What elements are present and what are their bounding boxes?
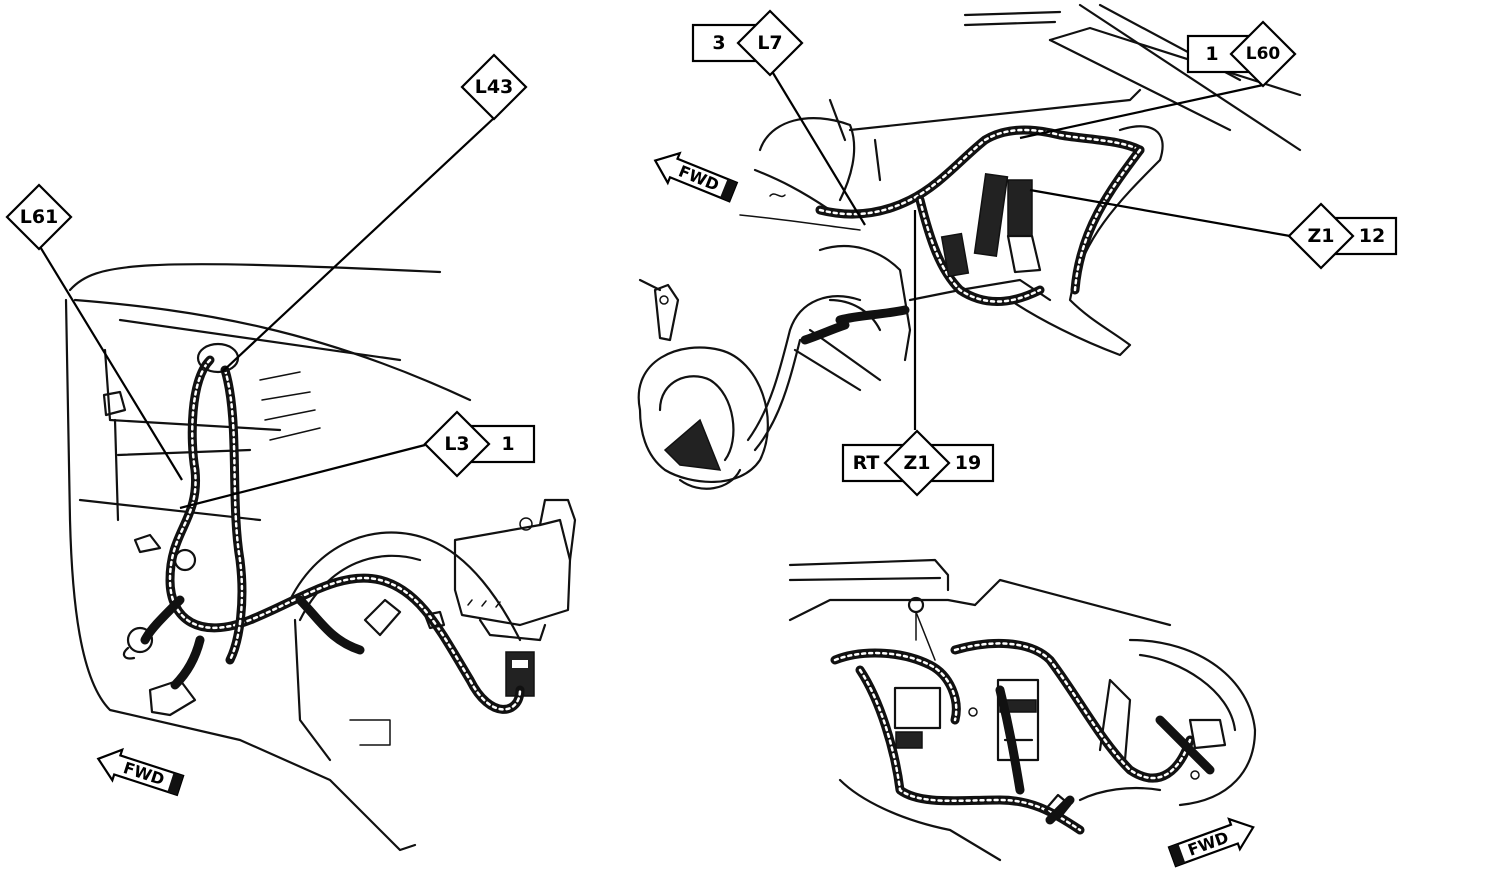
leader-lines xyxy=(38,67,1291,510)
callout-z1-19-number: 19 xyxy=(955,452,981,474)
callout-z1-12-code: Z1 xyxy=(1308,225,1335,247)
callout-3-l7: 3 L7 xyxy=(691,9,804,77)
callout-1-l60: 1 L60 xyxy=(1186,20,1297,88)
callout-l60-code: L60 xyxy=(1246,44,1281,64)
fwd-arrow-bottom-view: FWD xyxy=(1167,817,1255,868)
callout-l61: L61 xyxy=(5,183,73,251)
callout-l43: L43 xyxy=(460,53,528,121)
callout-z1-12-number: 12 xyxy=(1359,225,1385,247)
fwd-arrow-left-view: FWD xyxy=(96,747,185,797)
callout-l7-code: L7 xyxy=(757,32,782,54)
callout-l3-code: L3 xyxy=(444,433,469,455)
callout-l7-number: 3 xyxy=(712,32,725,54)
bottom-view-engine-bay xyxy=(788,558,1257,862)
callout-l61-code: L61 xyxy=(20,206,59,228)
top-view-horn-area xyxy=(637,3,1302,490)
callout-rt-z1-19: RT Z1 19 xyxy=(841,429,995,497)
callout-l43-code: L43 xyxy=(475,76,514,98)
callout-l3-1: L3 1 xyxy=(423,410,536,478)
callout-l60-number: 1 xyxy=(1205,43,1218,65)
fwd-arrow-top-view: FWD xyxy=(653,151,739,203)
callout-z1-19-code: Z1 xyxy=(904,452,931,474)
callout-z1-12: Z1 12 xyxy=(1287,202,1398,270)
callout-z1-19-prefix: RT xyxy=(853,452,880,474)
callout-l3-number: 1 xyxy=(501,433,514,455)
